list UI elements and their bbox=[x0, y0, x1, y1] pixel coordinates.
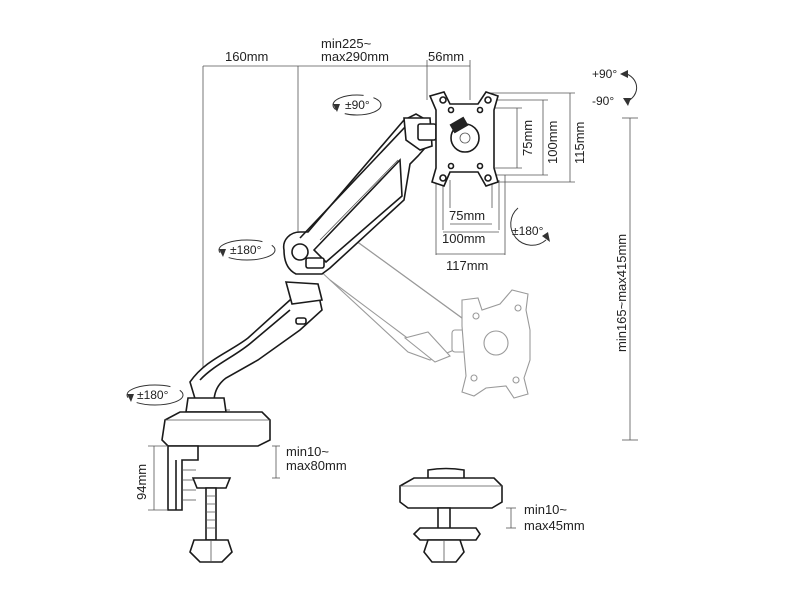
upper-arm bbox=[282, 113, 437, 275]
rotation-arrow-icon-base bbox=[126, 384, 184, 406]
clamp-base bbox=[161, 397, 271, 563]
height-range-label: min165~max415mm bbox=[614, 234, 629, 352]
swivel-elbow-label: ±180° bbox=[230, 243, 262, 257]
grommet-thickness-label-line2: max45mm bbox=[524, 518, 585, 533]
ghost-arm-lowered bbox=[298, 237, 531, 399]
vesa-75-width-label: 75mm bbox=[449, 208, 485, 223]
ghost-vesa-plate bbox=[461, 289, 531, 399]
height-dimension-line bbox=[622, 117, 638, 441]
offset-label: 56mm bbox=[428, 49, 464, 64]
clamp-thickness-label-line1: min10~ bbox=[286, 444, 329, 459]
rotation-arrow-icon-elbow bbox=[218, 239, 276, 261]
arm-reach-label: 160mm bbox=[225, 49, 268, 64]
vesa-75-height-label: 75mm bbox=[520, 120, 535, 156]
rotation-arrow-icon-head bbox=[332, 94, 382, 116]
lower-arm bbox=[189, 281, 323, 403]
grommet-thickness-label-line1: min10~ bbox=[524, 502, 567, 517]
clamp-thickness-label-line2: max80mm bbox=[286, 458, 347, 473]
swivel-base-label: ±180° bbox=[137, 388, 169, 402]
grommet-mount bbox=[399, 467, 516, 563]
extension-label-line1: min225~ bbox=[321, 36, 372, 51]
plate-height-label: 115mm bbox=[572, 122, 587, 164]
clamp-dimension-lines bbox=[148, 445, 280, 511]
plate-dimension-lines bbox=[490, 92, 575, 183]
extension-label-line2: max290mm bbox=[321, 49, 389, 64]
tilt-arrow-icon bbox=[620, 70, 638, 106]
vesa-plate bbox=[428, 91, 499, 187]
top-dimension-lines bbox=[202, 60, 471, 411]
plate-width-label: 117mm bbox=[446, 258, 488, 273]
tilt-up-label: +90° bbox=[592, 67, 617, 81]
vesa-100-width-label: 100mm bbox=[442, 231, 485, 246]
clamp-height-label: 94mm bbox=[134, 464, 149, 500]
swivel-head-label: ±90° bbox=[345, 98, 370, 112]
rotation-arrow-icon-plate bbox=[510, 207, 550, 246]
vesa-100-height-label: 100mm bbox=[545, 121, 560, 164]
tilt-down-label: -90° bbox=[592, 94, 614, 108]
rotation-plate-label: ±180° bbox=[512, 224, 544, 238]
